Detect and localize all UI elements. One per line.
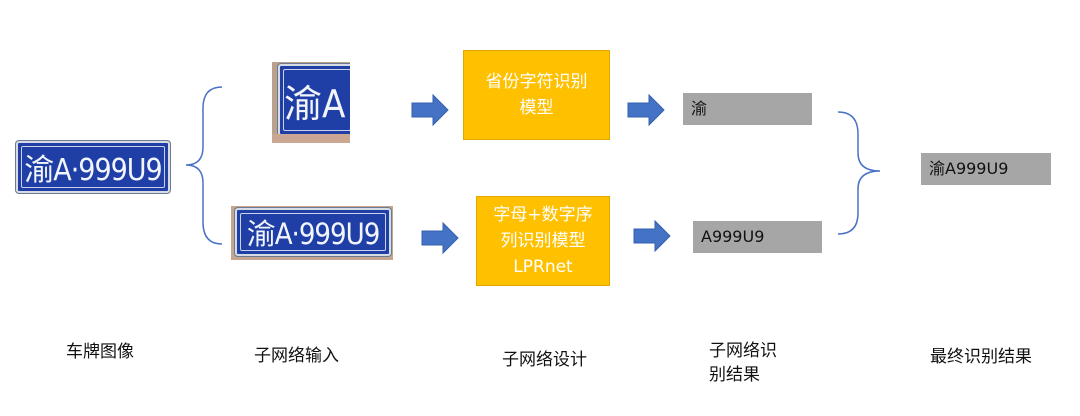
arrow-right-icon (633, 219, 671, 253)
final-result-box: 渝A999U9 (921, 153, 1051, 185)
province-model-label: 省份字符识别模型 (485, 72, 588, 118)
sequence-crop-image: 渝A·999U9 (231, 206, 393, 260)
label-final-result: 最终识别结果 (930, 347, 1032, 367)
province-crop-image: 渝A (272, 62, 350, 143)
label-subnet-result: 子网络识 别结果 (709, 339, 777, 387)
province-crop-text: 渝A (284, 81, 346, 126)
label-subnet-result-line2: 别结果 (709, 365, 760, 385)
arrow-right-icon (411, 93, 449, 127)
merge-brace (837, 111, 881, 235)
split-brace (185, 86, 223, 245)
sequence-crop-text: 渝A·999U9 (246, 217, 381, 251)
hand-region (272, 134, 350, 143)
plate-frame (240, 213, 386, 251)
arrow-right-icon (421, 221, 459, 255)
sequence-crop-plate: 渝A·999U9 (235, 208, 391, 256)
label-subnet-design: 子网络设计 (502, 350, 587, 370)
full-plate-image: 渝A·999U9 (16, 141, 170, 193)
label-plate-image: 车牌图像 (66, 342, 134, 362)
plate-frame (21, 146, 165, 188)
sequence-model-label: 字母+数字序列识别模型LPRnet (493, 205, 593, 277)
label-subnet-result-line1: 子网络识 (709, 341, 777, 361)
province-model-box: 省份字符识别模型 (463, 50, 610, 140)
sequence-model-box: 字母+数字序列识别模型LPRnet (476, 196, 610, 286)
full-plate-text: 渝A·999U9 (24, 153, 162, 188)
sequence-result-box: A999U9 (693, 221, 822, 253)
plate-frame (283, 69, 350, 131)
label-subnet-input: 子网络输入 (254, 346, 339, 366)
province-crop-plate: 渝A (278, 64, 350, 136)
province-result-box: 渝 (683, 93, 812, 125)
arrow-right-icon (627, 93, 665, 127)
